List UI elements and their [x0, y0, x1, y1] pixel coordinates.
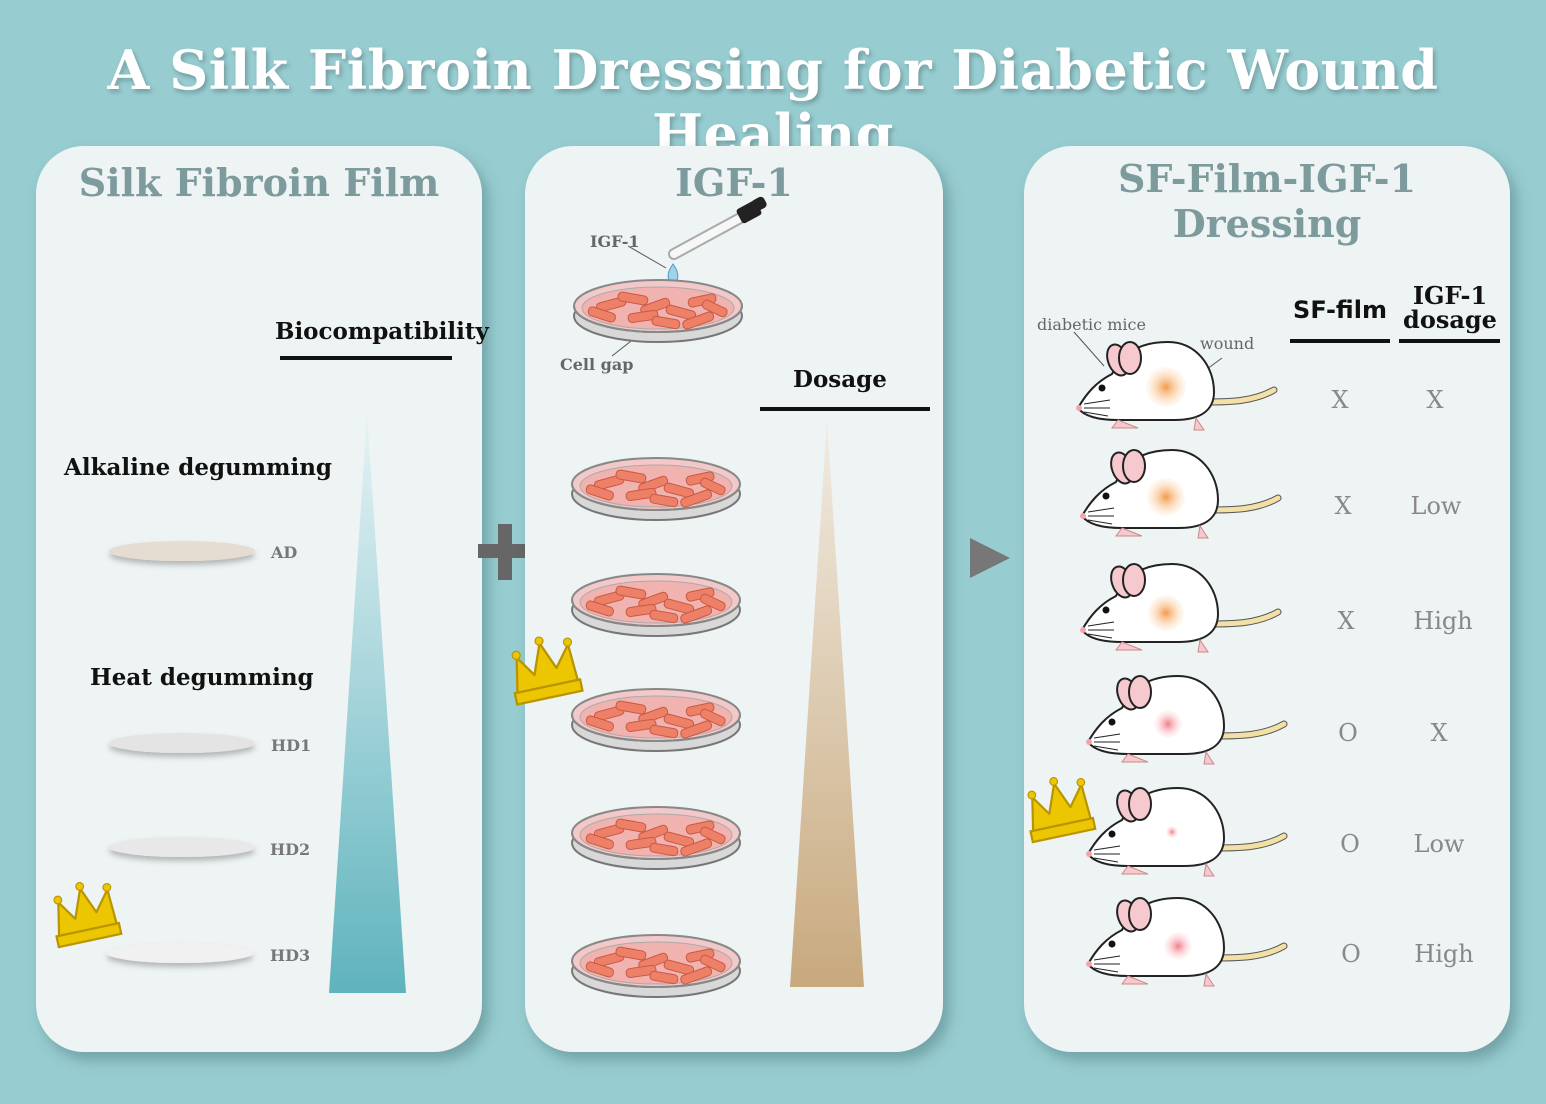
film-label-hd3: HD3	[270, 946, 311, 965]
diabetic-mice-label: diabetic mice	[1037, 315, 1146, 334]
biocompatibility-label: Biocompatibility	[275, 318, 489, 345]
mouse-row-5	[1086, 788, 1284, 876]
row1-dose: X	[1426, 386, 1444, 414]
row2-dose: Low	[1410, 492, 1462, 520]
film-hd1	[109, 733, 255, 753]
row1-sf: X	[1331, 386, 1349, 414]
panel-dressing: SF-Film-IGF-1 Dressing	[1024, 146, 1510, 1052]
row5-sf: O	[1340, 830, 1360, 858]
alkaline-degumming-label: Alkaline degumming	[64, 454, 332, 481]
film-label-ad: AD	[271, 543, 298, 562]
row3-dose: High	[1413, 607, 1473, 635]
row2-sf: X	[1334, 492, 1352, 520]
cell-gap-label: Cell gap	[560, 355, 634, 374]
biocompatibility-underline	[280, 356, 452, 360]
film-label-hd2: HD2	[270, 840, 311, 859]
film-label-hd1: HD1	[271, 736, 312, 755]
film-hd3	[107, 943, 253, 963]
row4-sf: O	[1338, 719, 1358, 747]
arrow-right-icon	[970, 538, 1010, 578]
heat-degumming-label: Heat degumming	[90, 664, 314, 691]
panel2-title: IGF-1	[675, 160, 793, 205]
crown-icon-mouse	[1019, 770, 1097, 844]
igf-1-header: IGF-1	[1412, 281, 1488, 310]
film-ad	[109, 541, 255, 561]
panel3-title: SF-Film-IGF-1 Dressing	[1117, 156, 1417, 246]
mouse-row-4	[1086, 676, 1284, 764]
row6-dose: High	[1414, 940, 1474, 968]
panel1-title: Silk Fibroin Film	[78, 160, 440, 205]
dosage-header-underline	[1399, 339, 1500, 343]
sf-film-underline	[1290, 339, 1390, 343]
plus-icon	[478, 524, 532, 580]
row3-sf: X	[1337, 607, 1355, 635]
film-hd2	[109, 837, 255, 857]
dosage-header: dosage	[1403, 305, 1497, 334]
row4-dose: X	[1430, 719, 1448, 747]
wound-label: wound	[1200, 334, 1255, 353]
dosage-label: Dosage	[793, 366, 887, 393]
row6-sf: O	[1341, 940, 1361, 968]
sf-film-header: SF-film	[1293, 296, 1387, 324]
igf-1-pointer-label: IGF-1	[590, 232, 640, 251]
dropper-icon	[667, 196, 767, 285]
row5-dose: Low	[1413, 830, 1465, 858]
dosage-underline	[760, 407, 930, 411]
page-title: A Silk Fibroin Dressing for Diabetic Wou…	[107, 38, 1439, 166]
